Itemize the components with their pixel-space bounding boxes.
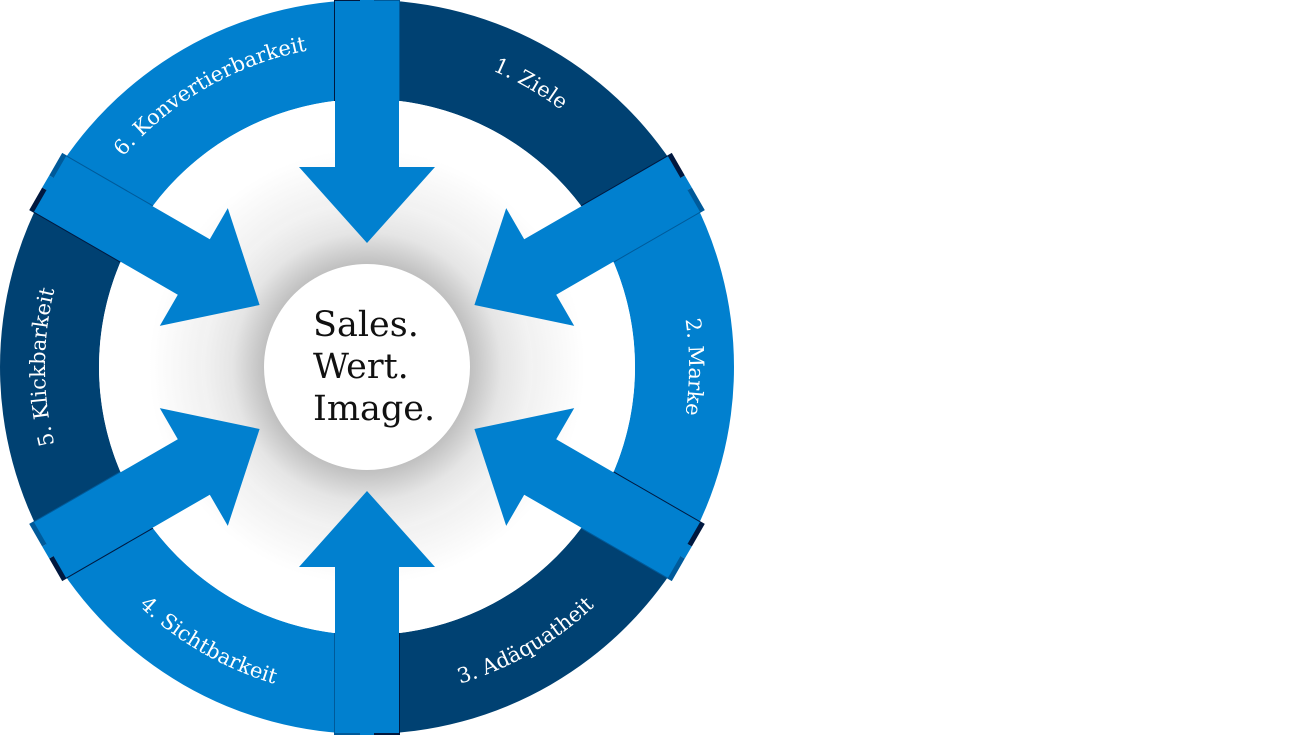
arrow-6 [34, 156, 260, 326]
arrow-3 [474, 408, 700, 578]
center-disc [264, 264, 470, 470]
arrow-2 [474, 156, 700, 326]
ring-segments [0, 0, 734, 734]
arrow-4 [299, 491, 435, 733]
arrow-1 [299, 1, 435, 243]
ring-segment-2 [599, 183, 734, 551]
ring-segment-6 [49, 0, 368, 233]
ring-segment-3 [367, 501, 685, 734]
center-line-1: Sales. [313, 305, 419, 345]
center-line-2: Wert. [313, 347, 409, 387]
ring-segment-4 [49, 501, 368, 734]
arrows [34, 1, 700, 733]
ring-segment-5 [0, 183, 135, 551]
ring-segment-1 [367, 0, 685, 233]
arrow-5 [34, 408, 260, 578]
center-line-3: Image. [313, 389, 435, 429]
